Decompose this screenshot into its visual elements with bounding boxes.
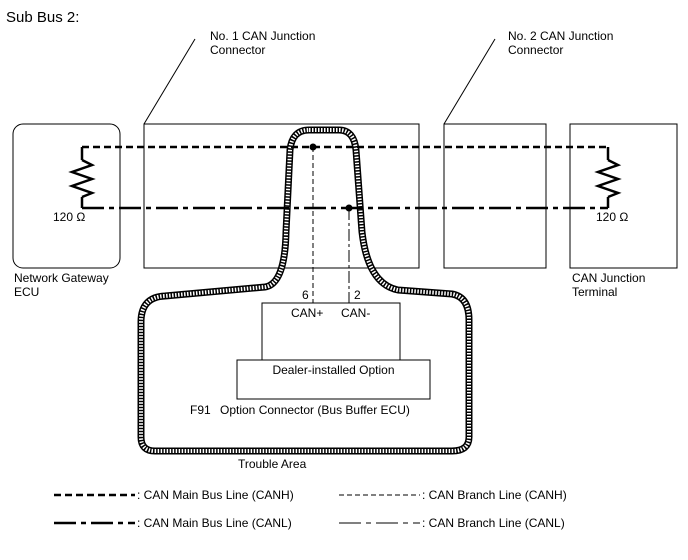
junction1-leader-line — [143, 38, 196, 125]
trouble-area-label: Trouble Area — [238, 457, 307, 471]
legend-branch-canl-label: : CAN Branch Line (CANL) — [422, 516, 565, 530]
canh-pin-label: CAN+ — [291, 306, 324, 320]
pin-canh-number: 6 — [302, 288, 309, 302]
left-resistor — [68, 147, 96, 208]
resistor-right-label: 120 Ω — [596, 210, 629, 224]
legend-branch-canh-label: : CAN Branch Line (CANH) — [422, 488, 567, 502]
junction-connector-2-box — [443, 123, 547, 269]
pin-canl-number: 2 — [354, 288, 361, 302]
can-junction-terminal-box — [569, 123, 678, 269]
junction-connector-1-box — [143, 123, 420, 269]
terminal-label-line2: Terminal — [572, 285, 618, 299]
dealer-option-label: Dealer-installed Option — [272, 363, 395, 377]
junction2-label-line2: Connector — [508, 43, 564, 57]
terminal-label-line1: CAN Junction — [572, 271, 646, 285]
junction2-leader-line — [443, 38, 496, 125]
gateway-label-line1: Network Gateway — [14, 271, 109, 285]
legend-main-canl-label: : CAN Main Bus Line (CANL) — [137, 516, 292, 530]
canl-pin-label: CAN- — [341, 306, 371, 320]
connector-code: F91 — [190, 403, 211, 417]
diagram-title: Sub Bus 2: — [6, 9, 80, 26]
junction1-label-line1: No. 1 CAN Junction — [210, 29, 316, 43]
junction1-label-line2: Connector — [210, 43, 266, 57]
dealer-option-box — [236, 359, 431, 400]
option-connector-box — [261, 302, 401, 361]
right-resistor — [594, 147, 622, 208]
legend-main-canh-label: : CAN Main Bus Line (CANH) — [137, 488, 294, 502]
junction2-label-line1: No. 2 CAN Junction — [508, 29, 614, 43]
connector-name: Option Connector (Bus Buffer ECU) — [220, 403, 410, 417]
resistor-left-label: 120 Ω — [53, 210, 86, 224]
network-gateway-ecu-box — [12, 123, 121, 269]
gateway-label-line2: ECU — [14, 285, 40, 299]
